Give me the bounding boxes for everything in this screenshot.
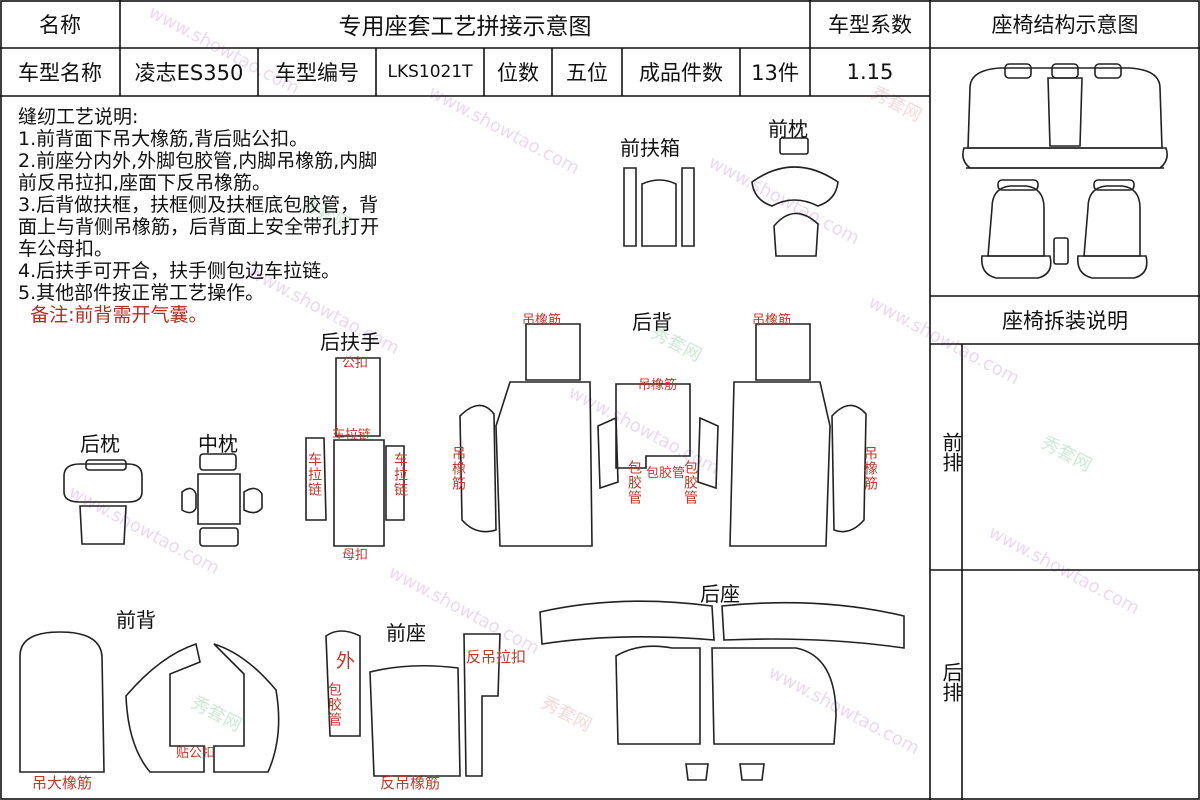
name-label: 名称	[39, 13, 81, 37]
notes-line: 车公母扣。	[18, 238, 114, 260]
rear-row-label: 后排	[939, 662, 963, 702]
front-box-pieces	[623, 167, 695, 247]
structure-title: 座椅结构示意图	[991, 13, 1139, 37]
notes-line: 2.前座分内外,外脚包胶管,内脚吊橡筋,内脚	[18, 150, 378, 172]
notes-line: 面上与背侧吊橡筋，后背面上安全带孔打开	[18, 216, 380, 238]
notes-line: 1.前背面下吊大橡筋,背后贴公扣。	[18, 128, 309, 150]
pattern-pieces	[19, 137, 905, 781]
model-name-label: 车型名称	[18, 61, 102, 85]
pieces-label: 成品件数	[639, 61, 723, 85]
rear-back-pieces	[459, 323, 867, 547]
rear-headrest-label: 后枕	[80, 432, 120, 456]
coef-label: 车型系数	[828, 13, 912, 37]
front-row-label: 前排	[939, 432, 963, 472]
model-name-value: 凌志ES350	[134, 61, 244, 85]
annotation-tube-right: 包胶管	[682, 460, 698, 505]
annotation-elastic-mid: 吊橡筋	[638, 378, 678, 393]
annotation-reverse-elastic: 反吊橡筋	[380, 774, 441, 792]
annotation-big-elastic: 吊大橡筋	[32, 774, 93, 792]
annotation-reverse-pull: 反吊拉扣	[466, 648, 527, 666]
rear-seat-pieces	[539, 600, 905, 781]
notes-remark: 备注:前背需开气囊。	[30, 304, 208, 326]
annotation-outer: 外	[336, 650, 356, 672]
annotation-zipper-left: 车拉链	[306, 452, 322, 497]
disassembly-title: 座椅拆装说明	[1002, 309, 1128, 333]
pieces-value: 13件	[751, 61, 799, 85]
front-headrest-label: 前枕	[768, 117, 808, 141]
page-title: 专用座套工艺拼接示意图	[338, 14, 592, 40]
front-seat-label: 前座	[386, 621, 426, 645]
mid-headrest-label: 中枕	[198, 432, 238, 456]
notes-line: 前反吊拉扣,座面下反吊橡筋。	[18, 172, 272, 194]
annotation-tube-front: 包胶管	[326, 682, 342, 727]
rear-seat-label: 后座	[700, 582, 740, 606]
annotation-elastic-right: 吊橡筋	[752, 313, 792, 328]
annotation-male-snap: 公扣	[342, 356, 369, 371]
model-code-label: 车型编号	[275, 61, 359, 85]
notes-line: 5.其他部件按正常工艺操作。	[18, 282, 265, 304]
annotation-zipper-right: 车拉链	[392, 452, 408, 497]
sewing-notes: 缝纫工艺说明: 1.前背面下吊大橡筋,背后贴公扣。 2.前座分内外,外脚包胶管,…	[18, 106, 379, 326]
notes-heading: 缝纫工艺说明:	[18, 106, 139, 128]
coef-value: 1.15	[846, 60, 894, 84]
annotation-stick-snap: 贴公扣	[176, 746, 216, 761]
annotation-tube-left: 包胶管	[626, 460, 642, 505]
notes-line: 4.后扶手可开合，扶手侧包边车拉链。	[18, 260, 341, 282]
front-back-label: 前背	[116, 608, 156, 632]
seats-label: 位数	[497, 61, 539, 85]
seats-value: 五位	[566, 61, 608, 85]
annotation-elastic-side-right: 吊橡筋	[862, 446, 878, 491]
rear-armrest-label: 后扶手	[320, 330, 380, 354]
front-box-label: 前扶箱	[620, 136, 680, 160]
rear-armrest-pieces	[305, 357, 405, 547]
rear-back-label: 后背	[632, 310, 672, 334]
mid-headrest-pieces	[181, 453, 263, 547]
seat-structure-diagram	[962, 63, 1168, 279]
front-headrest-pieces	[751, 137, 839, 257]
annotation-elastic-side-left: 吊橡筋	[450, 446, 466, 491]
annotation-zipper-top: 车拉链	[332, 428, 372, 443]
annotation-female-snap: 母扣	[342, 548, 369, 563]
front-back-pieces	[19, 631, 280, 773]
notes-line: 3.后背做扶框，扶框侧及扶框底包胶管，背	[18, 194, 379, 216]
annotation-elastic-left: 吊橡筋	[522, 313, 562, 328]
front-seat-pieces	[325, 630, 501, 777]
model-code-value: LKS1021T	[387, 62, 473, 82]
rear-headrest-pieces	[63, 459, 143, 545]
annotation-tube-mid: 包胶管	[646, 466, 686, 481]
